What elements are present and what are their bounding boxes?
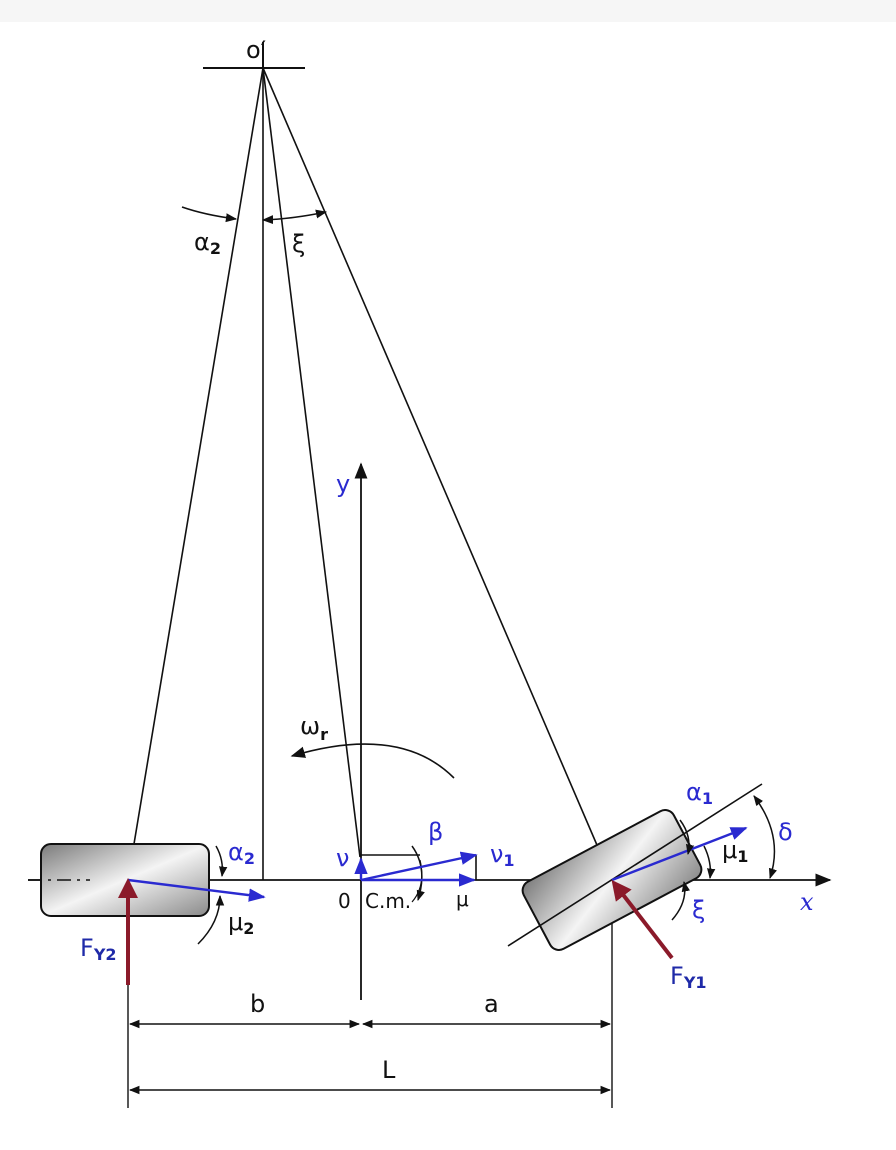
dimension-lines [128, 1019, 612, 1095]
label-origin: 0 [338, 889, 351, 913]
rear-angle-arcs [197, 845, 228, 945]
label-dim-L: L [382, 1056, 396, 1084]
label-cm: C.m. [365, 889, 411, 913]
axes [28, 462, 832, 1108]
label-delta: δ [778, 818, 793, 846]
label-omega: ωr [300, 712, 328, 744]
label-mu: μ [456, 887, 469, 911]
rear-wheel [28, 843, 210, 917]
label-alpha2-top: α2 [194, 228, 221, 258]
label-xi-front: ξ [692, 896, 705, 924]
yaw-rate-arc [290, 743, 455, 779]
label-alpha1: α1 [686, 778, 713, 808]
lateral-forces [118, 878, 674, 985]
label-x-axis: x [800, 888, 814, 916]
pole-angle-arcs [181, 206, 328, 225]
rear-velocity-vector [127, 878, 266, 902]
labels: o′ α2 ξ y x ωr ν β ν1 μ 0 C.m. α2 μ2 FY2… [80, 36, 814, 1084]
front-angle-arcs [671, 795, 777, 921]
label-nu: ν [336, 844, 349, 872]
label-pole: o′ [246, 36, 266, 64]
label-mu1: μ1 [722, 836, 748, 866]
top-bar [0, 0, 896, 22]
radius-lines [127, 67, 613, 881]
front-wheel [507, 783, 763, 951]
instant-center [203, 42, 305, 69]
label-dim-a: a [484, 990, 499, 1018]
label-beta: β [428, 818, 443, 846]
label-alpha2-rear: α2 [228, 838, 255, 868]
cm-velocity [354, 845, 478, 903]
label-mu2: μ2 [228, 908, 254, 938]
label-xi-top: ξ [292, 230, 305, 258]
label-y-axis: y [336, 470, 350, 498]
label-dim-b: b [250, 990, 265, 1018]
front-velocity-vector [611, 826, 748, 882]
label-nu1: ν1 [490, 840, 515, 870]
label-fy2: FY2 [80, 934, 117, 964]
label-fy1: FY1 [670, 962, 707, 992]
